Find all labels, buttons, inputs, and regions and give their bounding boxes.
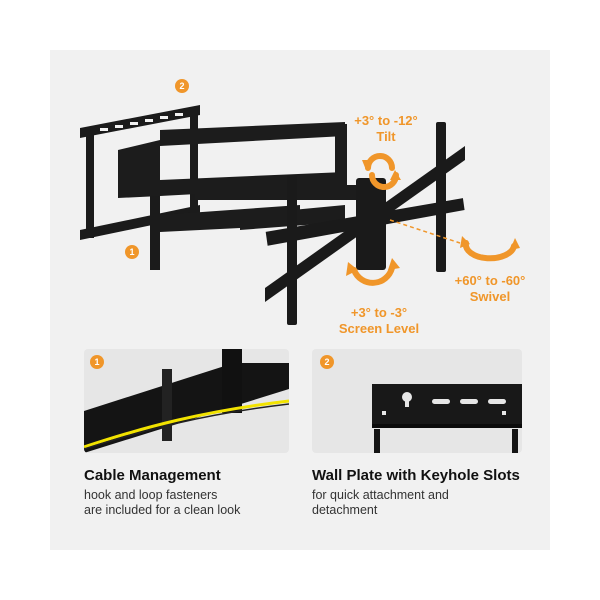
swivel-text: Swivel: [469, 289, 511, 304]
feature-desc-line: detachment: [312, 503, 378, 517]
feature-badge-1: 1: [90, 355, 104, 369]
feature-desc-wall-plate: for quick attachment and detachment: [312, 488, 532, 518]
tilt-text: Tilt: [376, 129, 396, 144]
tilt-range: +3° to -12°: [354, 113, 418, 128]
wall-plate-illustration: [372, 384, 522, 453]
badge-cable: 1: [125, 245, 139, 259]
screen-level-label: +3° to -3° Screen Level: [326, 305, 432, 337]
cable-management-inset: [84, 349, 289, 453]
feature-badge-2: 2: [320, 355, 334, 369]
feature-desc-line: hook and loop fasteners: [84, 488, 218, 502]
tilt-label: +3° to -12° Tilt: [336, 113, 436, 145]
feature-desc-cable: hook and loop fasteners are included for…: [84, 488, 294, 518]
screen-level-range: +3° to -3°: [350, 305, 408, 320]
cable-arm-illustration: [84, 349, 289, 453]
feature-title-wall-plate: Wall Plate with Keyhole Slots: [312, 467, 520, 484]
wall-plate-inset: [312, 349, 522, 453]
feature-title-cable: Cable Management: [84, 467, 221, 484]
feature-desc-line: are included for a clean look: [84, 503, 241, 517]
badge-wall-plate: 2: [175, 79, 189, 93]
feature-desc-line: for quick attachment and: [312, 488, 449, 502]
swivel-label: +60° to -60° Swivel: [435, 273, 545, 305]
screen-level-text: Screen Level: [338, 321, 420, 336]
swivel-range: +60° to -60°: [454, 273, 526, 288]
